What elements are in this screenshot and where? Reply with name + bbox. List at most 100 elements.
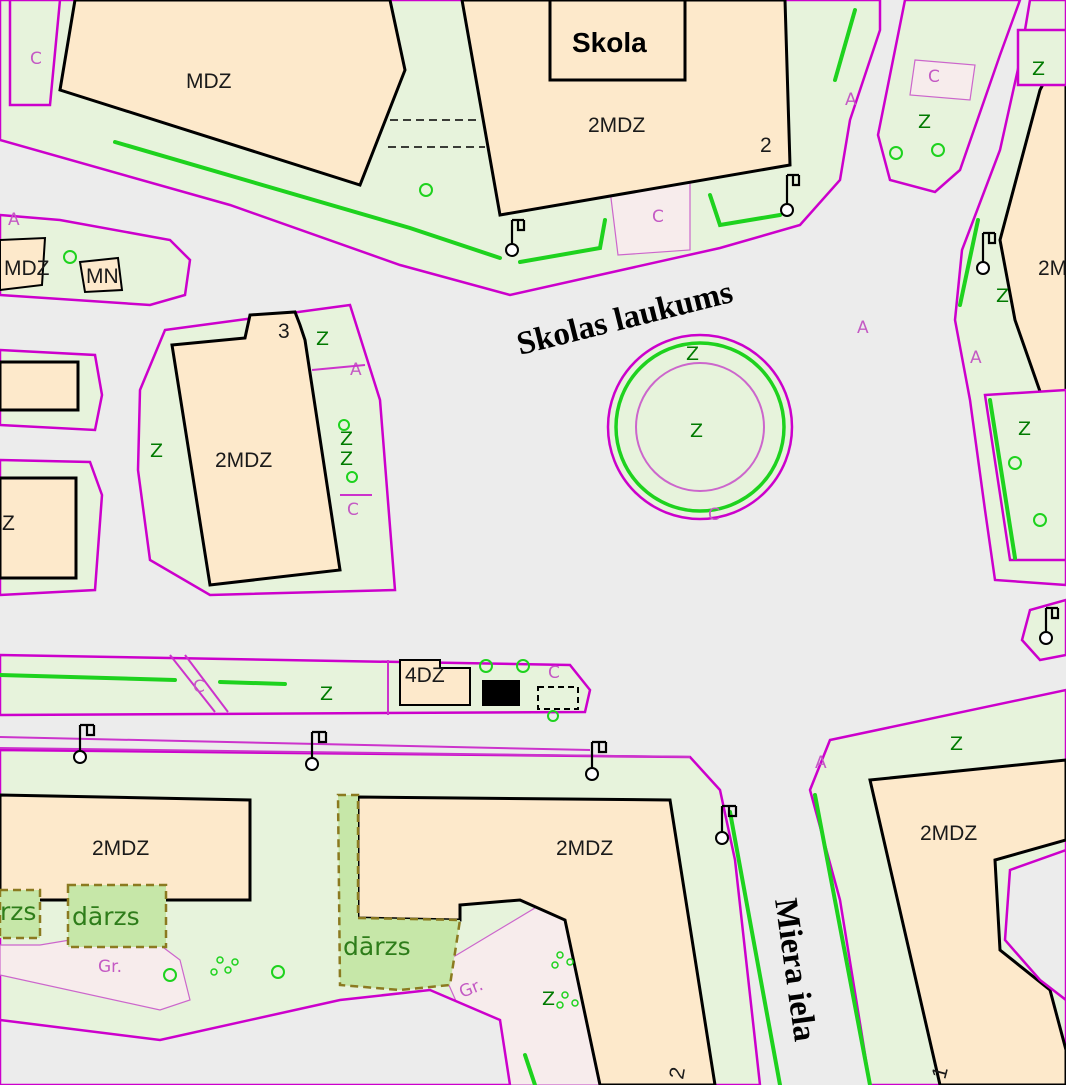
hedge-line	[0, 673, 287, 686]
boundary-line	[0, 736, 591, 751]
tree-symbol	[889, 146, 903, 160]
zone-z-label: Z	[340, 448, 353, 470]
garden-plot	[0, 888, 42, 940]
zone-z-label: Z	[950, 733, 963, 755]
skola-label: Skola	[572, 27, 647, 58]
house-number: 3	[278, 320, 290, 343]
garden-plot	[66, 883, 168, 949]
lamp-post-icon	[505, 218, 526, 257]
zone-a-label: A	[970, 348, 982, 368]
path-diagonal	[169, 654, 216, 713]
zone-z-label: Z	[1018, 418, 1031, 440]
dashed-structure	[537, 686, 579, 710]
pavement-bottom-left	[0, 939, 191, 1011]
building-2mdz-center	[170, 310, 342, 587]
building-2mdz-bottom-right	[868, 758, 1066, 1085]
building-label: MN	[86, 265, 119, 288]
green-strip-c	[8, 0, 62, 107]
tree-symbol	[271, 965, 285, 979]
tree-symbol	[419, 183, 433, 197]
zone-a-label: A	[815, 753, 827, 773]
road-bottom-edge	[0, 988, 512, 1085]
hedge-line	[958, 218, 980, 307]
lamp-post-icon	[1039, 606, 1060, 645]
building-label-cut: Z	[2, 512, 15, 535]
green-area-small-right	[1020, 598, 1066, 662]
hedge-line	[523, 1053, 537, 1085]
parcel-line	[311, 364, 366, 371]
zone-z-label: Z	[690, 420, 703, 442]
building-left-mid	[0, 360, 80, 412]
black-structure	[482, 680, 520, 706]
tree-symbol	[931, 143, 945, 157]
zone-z-label: Z	[1032, 58, 1045, 80]
building-label: 2MDZ	[556, 837, 613, 860]
building-2mdz-bottom-left	[0, 793, 252, 902]
zone-z-label: Z	[686, 343, 699, 365]
lamp-post-icon	[305, 730, 328, 771]
zone-c-label: C	[347, 500, 359, 520]
zone-c-label: C	[708, 505, 720, 525]
tree-symbol	[516, 659, 530, 673]
building-skola	[548, 0, 687, 82]
hedge-line	[518, 218, 607, 264]
zone-z-label: Z	[996, 285, 1009, 307]
building-label-cut: MDZ	[4, 257, 50, 280]
building-label: 2MDZ	[588, 114, 645, 137]
building-label: 2MDZ	[92, 837, 149, 860]
garden-label: dārzs	[343, 932, 411, 961]
zone-z-label: Z	[542, 988, 555, 1010]
hedge-line	[833, 8, 857, 82]
zone-z-label: Z	[918, 111, 931, 133]
building-label: MDZ	[186, 70, 232, 93]
path-diagonal	[184, 654, 229, 713]
hedge-line	[988, 398, 1017, 560]
zone-a-label: A	[8, 210, 20, 230]
zone-z-label: Z	[150, 440, 163, 462]
hedge-line	[113, 140, 502, 260]
road-right-edge	[1003, 848, 1066, 1002]
lamp-post-icon	[585, 740, 608, 781]
tree-symbol	[338, 419, 350, 431]
building-mn	[78, 256, 124, 294]
tree-symbol	[1033, 513, 1047, 527]
zone-z-label: Z	[320, 683, 333, 705]
building-4dz	[399, 659, 471, 706]
zone-a-label: A	[857, 318, 869, 338]
house-number: 2	[665, 1065, 690, 1081]
tree-symbol	[346, 471, 358, 483]
garden-label: rzs	[0, 897, 36, 926]
zone-c-label: C	[193, 677, 205, 697]
building-mdz-top	[58, 0, 407, 187]
garden-plot	[336, 793, 462, 992]
tree-symbol	[547, 710, 559, 722]
pavement-strip-c	[909, 59, 976, 101]
building-label-cut: 2M	[1038, 257, 1066, 280]
boundary-line	[0, 747, 691, 758]
garden-label: dārzs	[72, 902, 140, 931]
building-label: 4DZ	[405, 664, 445, 687]
roundabout-inner	[635, 362, 765, 492]
lamp-post-icon	[780, 173, 801, 217]
building-mdz-left	[0, 236, 47, 292]
tree-symbol	[1008, 456, 1022, 470]
house-number: 1	[928, 1064, 953, 1081]
tree-symbol	[63, 250, 77, 264]
lamp-post-icon	[715, 804, 738, 845]
building-label: 2MDZ	[215, 449, 272, 472]
zone-z-label: Z	[340, 428, 353, 450]
zone-c-label: C	[548, 663, 560, 683]
building-2mdz-school	[460, 0, 792, 217]
building-left-low	[0, 476, 78, 580]
zone-a-label: A	[350, 360, 362, 380]
lamp-post-icon	[73, 723, 96, 764]
zone-c-label: C	[928, 67, 940, 87]
roundabout-hedge	[614, 341, 786, 513]
building-label: 2MDZ	[920, 822, 977, 845]
hedge-line	[708, 193, 782, 228]
pavement-gr-label: Gr.	[98, 957, 122, 977]
tree-symbol	[163, 968, 177, 982]
building-edge-right	[998, 39, 1066, 448]
hedge-line	[728, 810, 782, 1085]
